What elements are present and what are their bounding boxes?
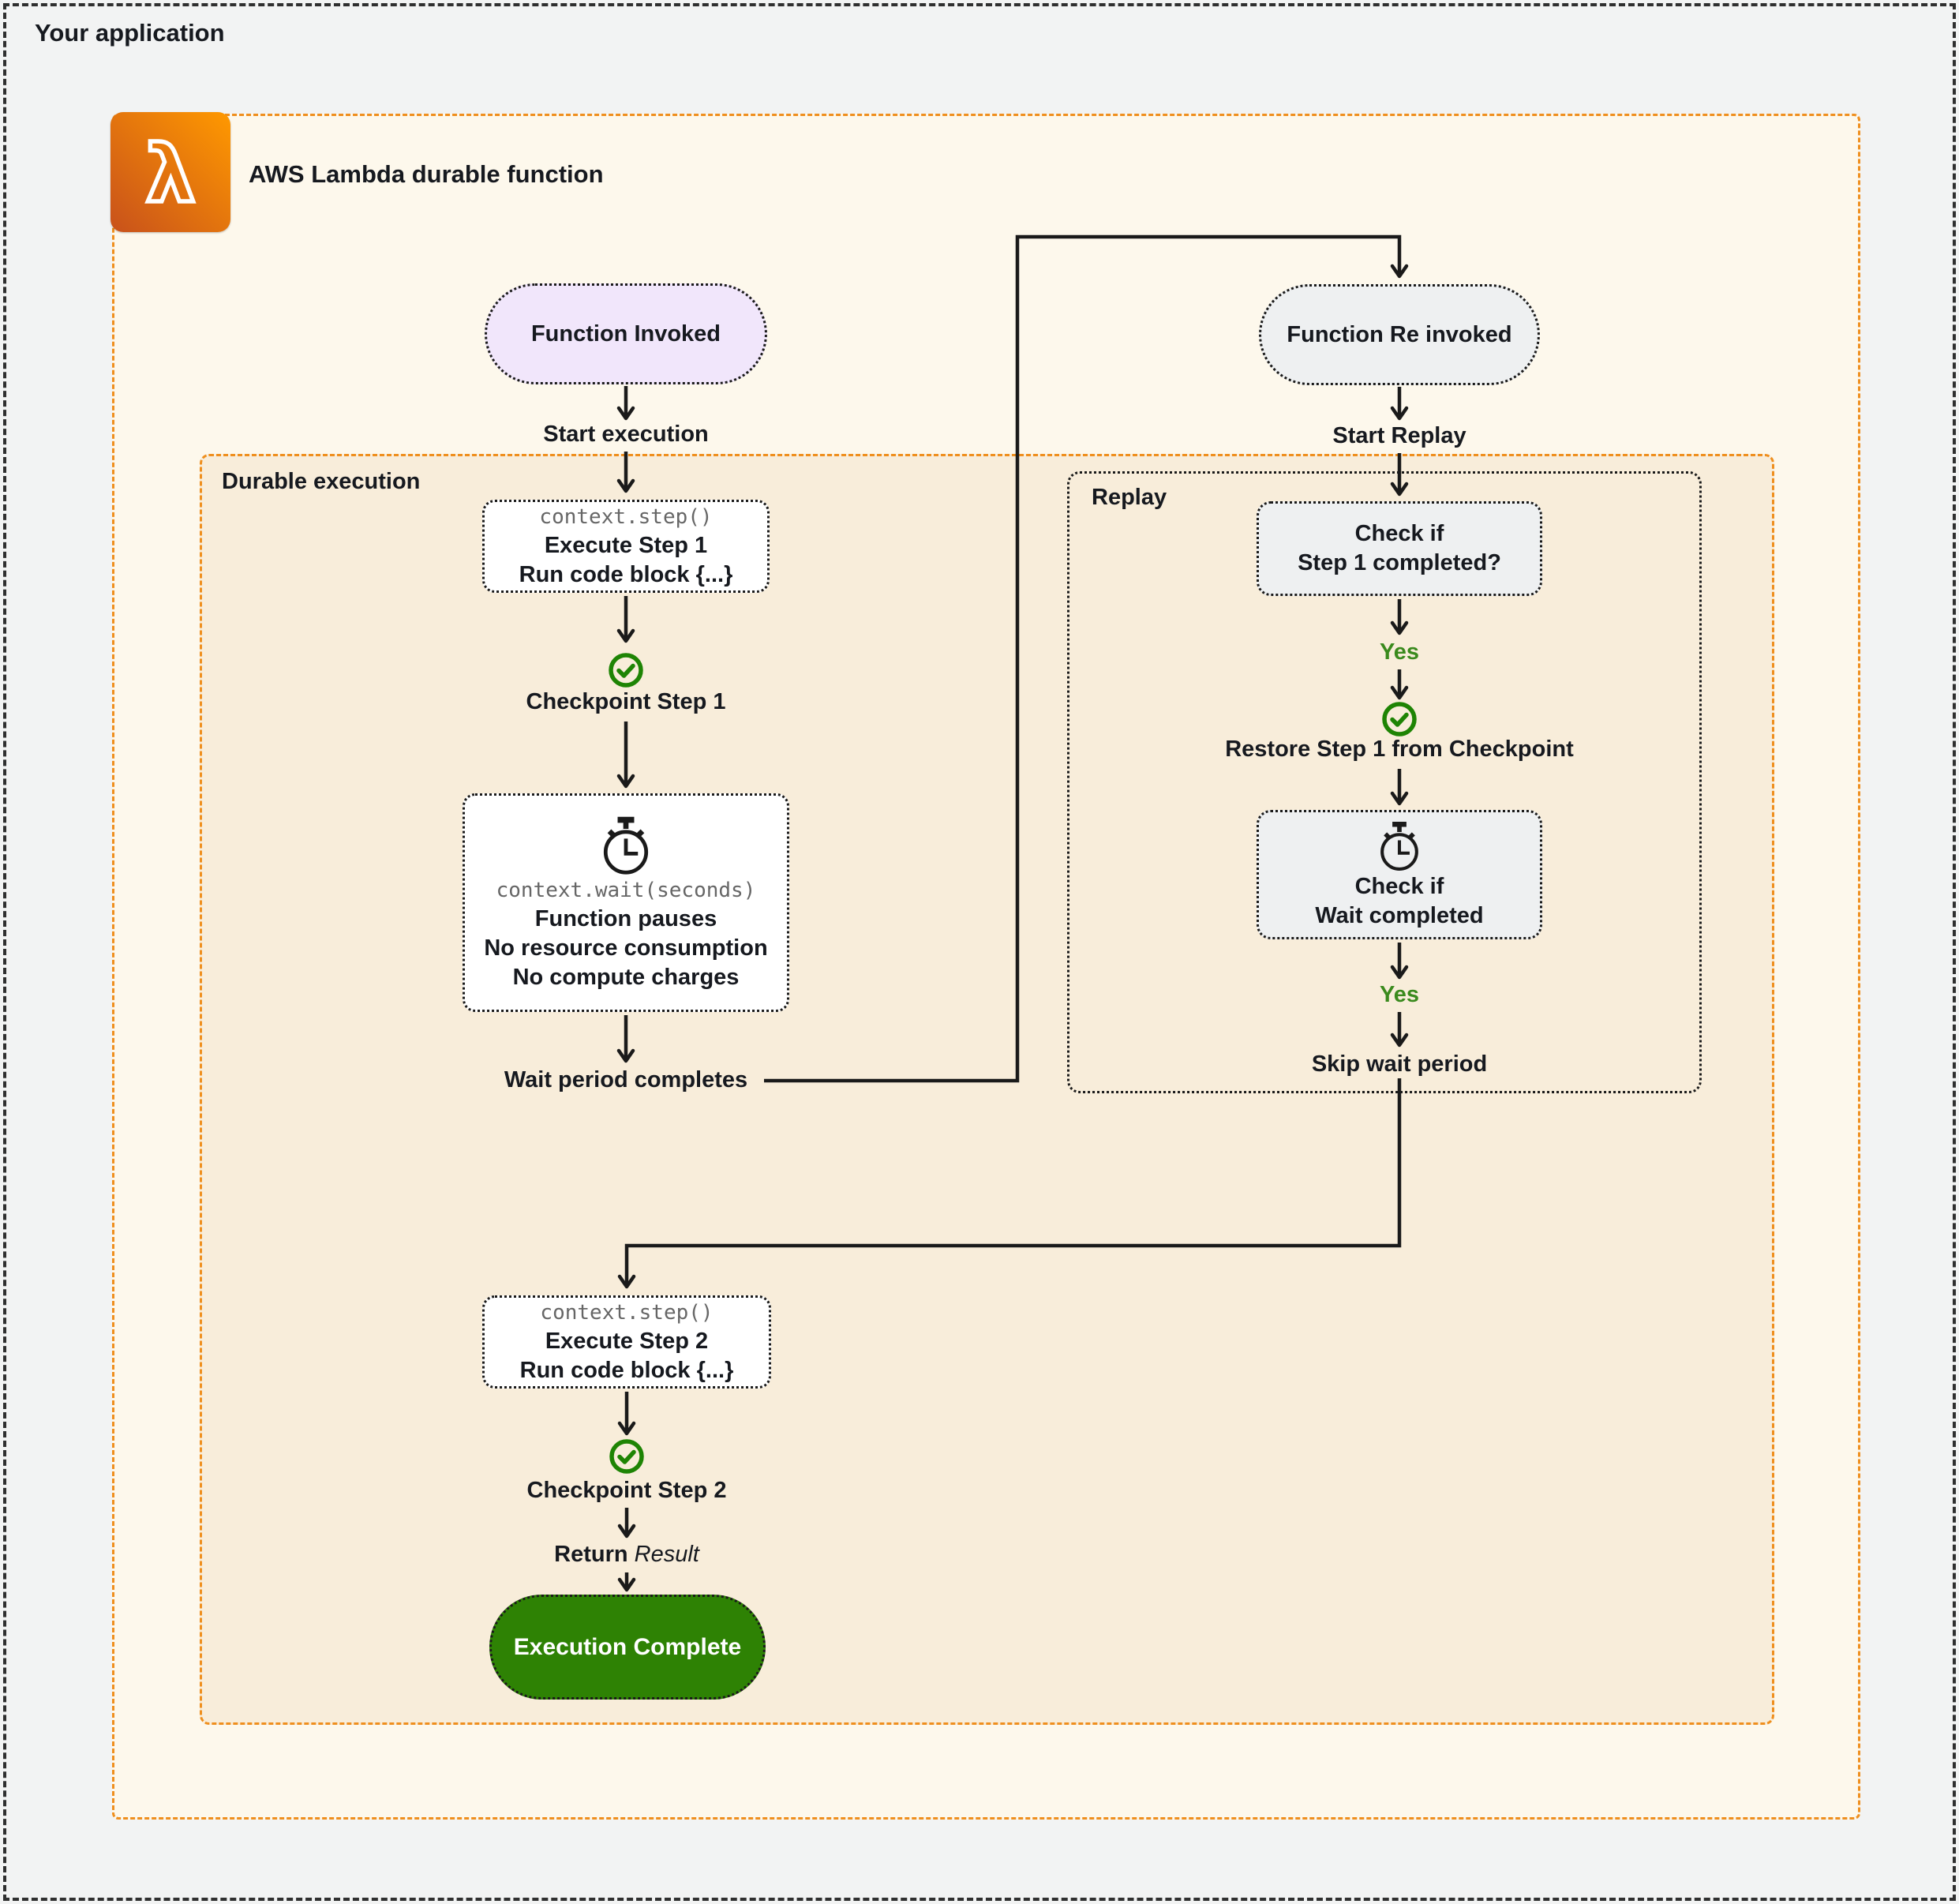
skip-wait-period-label: Skip wait period <box>1311 1051 1488 1077</box>
function-reinvoked-node: Function Re invoked <box>1259 284 1540 385</box>
checkmark-circle-icon <box>609 653 643 688</box>
execution-complete-label: Execution Complete <box>513 1633 742 1660</box>
check-wait-node: Check if Wait completed <box>1257 810 1542 939</box>
function-invoked-node: Function Invoked <box>485 283 767 384</box>
check-step1-line2: Step 1 completed? <box>1298 550 1501 575</box>
wait-line2: No resource consumption <box>484 935 768 961</box>
checkmark-circle-icon <box>1382 702 1417 736</box>
function-invoked-label: Function Invoked <box>530 320 721 347</box>
execute-step1-node: context.step() Execute Step 1 Run code b… <box>482 500 770 593</box>
yes-label-2: Yes <box>1380 982 1419 1007</box>
card-title: AWS Lambda durable function <box>249 160 604 188</box>
check-step1-node: Check if Step 1 completed? <box>1257 501 1542 596</box>
start-replay-label: Start Replay <box>1332 423 1466 448</box>
step1-line1: Execute Step 1 <box>544 533 708 558</box>
checkmark-circle-icon <box>609 1439 644 1474</box>
check-wait-line1: Check if <box>1354 874 1444 899</box>
wait-line3: No compute charges <box>512 965 740 990</box>
step1-line2: Run code block {...} <box>519 562 733 587</box>
return-label: Return <box>554 1542 628 1567</box>
return-result-label: Return Result <box>554 1542 699 1568</box>
step2-line1: Execute Step 2 <box>545 1329 709 1354</box>
wait-code: context.wait(seconds) <box>496 879 756 902</box>
aws-lambda-icon: λ <box>110 112 230 232</box>
wait-node: context.wait(seconds) Function pauses No… <box>463 793 789 1012</box>
check-step1-line1: Check if <box>1354 521 1444 546</box>
replay-label: Replay <box>1092 485 1167 510</box>
wait-line1: Function pauses <box>534 906 717 931</box>
start-execution-label: Start execution <box>543 422 709 447</box>
restore-step1-label: Restore Step 1 from Checkpoint <box>1225 736 1574 762</box>
wait-period-completes-label: Wait period completes <box>504 1067 748 1093</box>
durable-execution-label: Durable execution <box>222 469 421 494</box>
step2-line2: Run code block {...} <box>519 1358 734 1383</box>
page-title: Your application <box>35 19 225 47</box>
step1-code: context.step() <box>539 505 713 529</box>
check-wait-line2: Wait completed <box>1315 903 1484 928</box>
stopwatch-icon <box>603 816 649 875</box>
result-label: Result <box>634 1542 699 1567</box>
yes-label-1: Yes <box>1380 639 1419 665</box>
checkpoint-step1-label: Checkpoint Step 1 <box>526 689 726 714</box>
function-reinvoked-label: Function Re invoked <box>1287 321 1512 347</box>
step2-code: context.step() <box>540 1301 714 1325</box>
lambda-glyph-icon: λ <box>144 126 198 223</box>
svg-text:λ: λ <box>145 128 195 220</box>
execute-step2-node: context.step() Execute Step 2 Run code b… <box>482 1295 771 1389</box>
execution-complete-node: Execution Complete <box>489 1595 766 1700</box>
stopwatch-icon <box>1380 822 1418 871</box>
checkpoint-step2-label: Checkpoint Step 2 <box>526 1478 727 1503</box>
